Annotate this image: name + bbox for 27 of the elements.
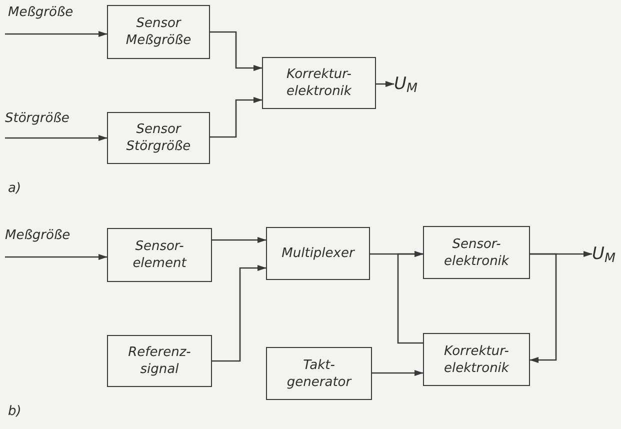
arrow <box>5 135 108 141</box>
block-box: Sensor- element <box>107 228 212 282</box>
arrow <box>376 81 394 87</box>
signal-label: Meßgröße <box>5 227 70 244</box>
arrow <box>210 31 262 71</box>
block-box: Sensor Störgröße <box>107 112 210 164</box>
block-box: Multiplexer <box>266 227 370 280</box>
output-label: U$_{M}$ <box>592 242 620 266</box>
block-box: Takt- generator <box>266 347 372 400</box>
output-label: U$_{M}$ <box>394 72 424 96</box>
block-box: Sensor Meßgröße <box>107 5 210 59</box>
arrow <box>5 254 108 260</box>
signal-label: Meßgröße <box>8 4 74 21</box>
signal-label: Störgröße <box>5 110 70 127</box>
arrow <box>372 370 424 376</box>
block-box: Korrektur- elektronik <box>423 333 530 386</box>
signal-label: b) <box>8 403 22 420</box>
arrow <box>212 265 266 362</box>
block-box: Referenz- signal <box>107 335 212 387</box>
signal-label: a) <box>8 180 22 197</box>
arrow <box>530 253 557 363</box>
arrow <box>397 251 424 344</box>
block-box: Korrektur- elektronik <box>262 57 376 109</box>
arrow <box>210 97 262 138</box>
arrow <box>212 237 266 243</box>
block-box: Sensor- elektronik <box>423 226 530 279</box>
arrow <box>5 31 108 37</box>
